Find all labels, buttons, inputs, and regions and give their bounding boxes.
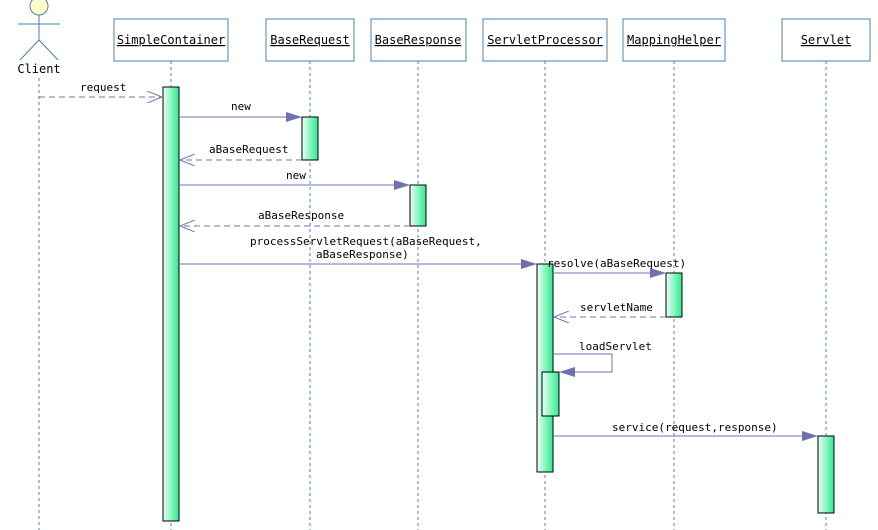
lifeline-label: ServletProcessor — [487, 33, 603, 47]
message-new-response[interactable]: new — [179, 169, 410, 190]
lifeline-lines — [38, 61, 827, 530]
lifeline-label: MappingHelper — [627, 33, 721, 47]
stick-figure-icon — [18, 0, 60, 61]
message-service[interactable]: service(request,response) — [553, 421, 818, 441]
lifeline-box — [622, 18, 726, 62]
activation-mapping-helper[interactable] — [665, 272, 683, 318]
lifeline-box — [370, 18, 467, 62]
message-a-base-response[interactable]: aBaseResponse — [180, 209, 410, 226]
lifeline-mapping-helper[interactable]: MappingHelper — [622, 18, 726, 62]
lifeline-label: BaseResponse — [375, 33, 462, 47]
activation-simple-container[interactable] — [162, 86, 180, 522]
lifeline-base-request[interactable]: BaseRequest — [265, 18, 355, 62]
lifeline-label: BaseRequest — [270, 33, 349, 47]
lifeline-servlet-processor[interactable]: ServletProcessor — [482, 18, 608, 62]
lifeline-box — [781, 18, 871, 62]
message-process-servlet-request[interactable]: processServletRequest(aBaseRequest, aBas… — [179, 235, 537, 269]
message-label: resolve(aBaseRequest) — [547, 257, 686, 270]
message-label: new — [231, 100, 251, 113]
message-label: request — [80, 81, 126, 94]
activation-servlet-processor-nested[interactable] — [541, 371, 560, 417]
message-new-request[interactable]: new — [179, 100, 302, 122]
activation-servlet-processor[interactable] — [536, 263, 554, 473]
activation-servlet[interactable] — [817, 435, 835, 514]
message-request[interactable]: request — [39, 81, 162, 97]
message-arrow — [553, 353, 613, 377]
activation-base-response[interactable] — [409, 184, 427, 227]
activation-base-request[interactable] — [301, 116, 319, 161]
lifeline-box — [265, 18, 355, 62]
message-resolve[interactable]: resolve(aBaseRequest) — [547, 257, 686, 278]
activation-bars — [162, 86, 835, 522]
message-load-servlet[interactable]: loadServlet — [553, 340, 652, 377]
lifeline-simple-container[interactable]: SimpleContainer — [113, 18, 229, 62]
client-actor[interactable]: Client — [17, 0, 61, 76]
lifeline-box — [482, 18, 608, 62]
message-label: aBaseRequest — [209, 143, 288, 156]
message-label: aBaseResponse — [258, 209, 344, 222]
lifeline-servlet[interactable]: Servlet — [781, 18, 871, 62]
message-label-line1: processServletRequest(aBaseRequest, — [250, 235, 482, 248]
message-label: loadServlet — [579, 340, 652, 353]
lifeline-label: SimpleContainer — [117, 33, 225, 47]
message-label-line2: aBaseResponse) — [316, 248, 409, 261]
message-label: service(request,response) — [612, 421, 778, 434]
lifeline-box — [113, 18, 229, 62]
client-actor-label: Client — [17, 62, 60, 76]
message-servlet-name[interactable]: servletName — [554, 301, 666, 317]
message-a-base-request[interactable]: aBaseRequest — [180, 143, 302, 160]
lifeline-label: Servlet — [801, 33, 852, 47]
message-label: servletName — [580, 301, 653, 314]
message-label: new — [286, 169, 306, 182]
lifeline-base-response[interactable]: BaseResponse — [370, 18, 467, 62]
